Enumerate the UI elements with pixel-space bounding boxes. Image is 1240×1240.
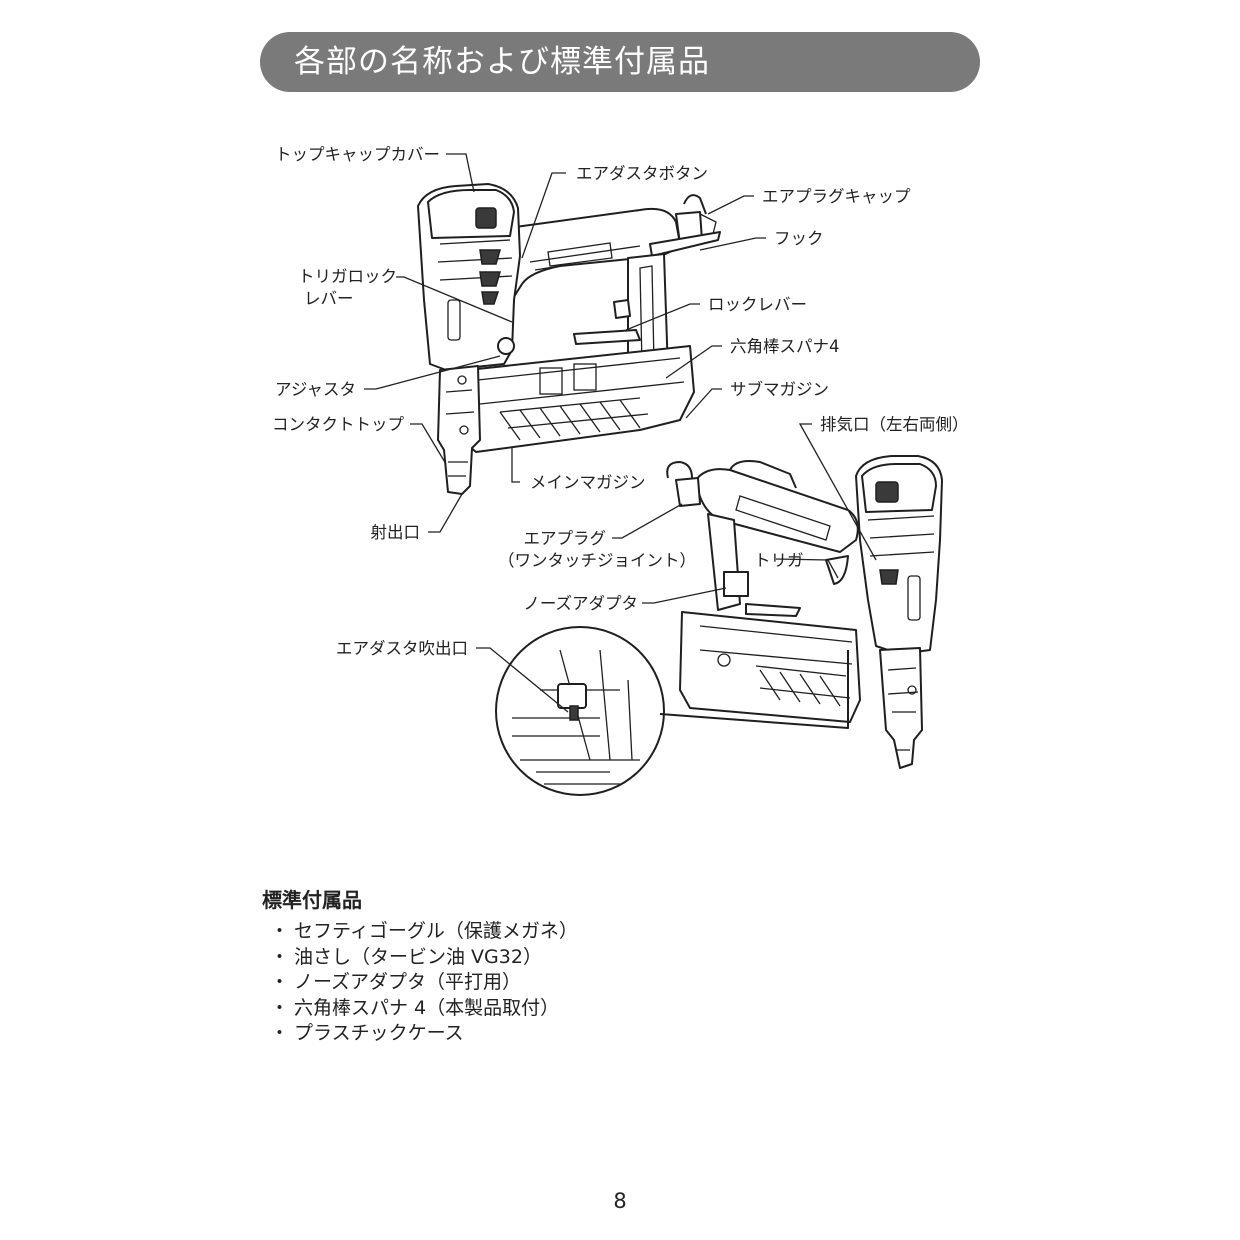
label-sub-magazine: サブマガジン xyxy=(730,379,829,399)
bullet: ・ xyxy=(270,920,290,942)
list-item: ・プラスチックケース xyxy=(270,1021,578,1047)
bullet: ・ xyxy=(270,945,290,968)
accessory-label: ノーズアダプタ（平打用） xyxy=(294,971,522,993)
accessories-heading: 標準付属品 xyxy=(262,888,362,912)
label-trigger: トリガ xyxy=(754,551,804,570)
bullet: ・ xyxy=(270,996,290,1019)
bullet: ・ xyxy=(270,1022,290,1044)
label-nose-adapter: ノーズアダプタ xyxy=(523,594,638,613)
accessories-list: ・セフティゴーグル（保護メガネ） ・油さし（タービン油 VG32） ・ノーズアダ… xyxy=(270,919,578,1047)
label-hex-wrench: 六角棒スパナ4 xyxy=(730,337,840,356)
label-main-magazine: メインマガジン xyxy=(530,473,646,492)
label-ejection-port: 射出口 xyxy=(371,523,421,542)
label-air-plug-line2: （ワンタッチジョイント） xyxy=(498,551,696,570)
label-air-plug-cap: エアプラグキャップ xyxy=(762,187,911,206)
bullet: ・ xyxy=(270,971,290,993)
title-bar: 各部の名称および標準付属品 xyxy=(260,32,980,92)
nailer-illustration-rear xyxy=(666,455,943,769)
list-item: ・ノーズアダプタ（平打用） xyxy=(270,970,578,996)
label-top-cap-cover: トップキャップカバー xyxy=(275,145,440,164)
parts-diagram: トップキャップカバー エアダスタボタン エアプラグキャップ フック トリガロック… xyxy=(272,145,969,796)
label-hook: フック xyxy=(774,229,824,248)
label-air-plug-line1: エアプラグ xyxy=(524,529,607,548)
detail-inset xyxy=(495,626,849,796)
page-number: 8 xyxy=(613,1189,627,1213)
label-air-duster-outlet: エアダスタ吹出口 xyxy=(336,639,468,658)
label-trigger-lock-lever-line1: トリガロック xyxy=(298,267,397,286)
label-trigger-lock-lever-line2: レバー xyxy=(304,289,354,308)
accessory-label: 六角棒スパナ 4（本製品取付） xyxy=(294,996,560,1019)
accessory-label: 油さし（タービン油 VG32） xyxy=(294,945,542,968)
label-lock-lever: ロックレバー xyxy=(708,295,807,314)
nailer-illustration-front xyxy=(417,183,721,495)
list-item: ・セフティゴーグル（保護メガネ） xyxy=(270,919,578,945)
list-item: ・六角棒スパナ 4（本製品取付） xyxy=(270,996,578,1022)
label-adjuster: アジャスタ xyxy=(275,380,356,399)
leader-lines xyxy=(364,153,877,713)
accessory-label: セフティゴーグル（保護メガネ） xyxy=(294,920,578,942)
accessory-label: プラスチックケース xyxy=(294,1022,464,1044)
label-air-duster-button: エアダスタボタン xyxy=(576,164,708,183)
callout-labels: トップキャップカバー エアダスタボタン エアプラグキャップ フック トリガロック… xyxy=(272,145,969,658)
label-contact-top: コンタクトトップ xyxy=(272,415,405,434)
label-exhaust-port: 排気口（左右両側） xyxy=(820,415,969,434)
list-item: ・油さし（タービン油 VG32） xyxy=(270,945,578,971)
page-title: 各部の名称および標準付属品 xyxy=(294,44,710,80)
